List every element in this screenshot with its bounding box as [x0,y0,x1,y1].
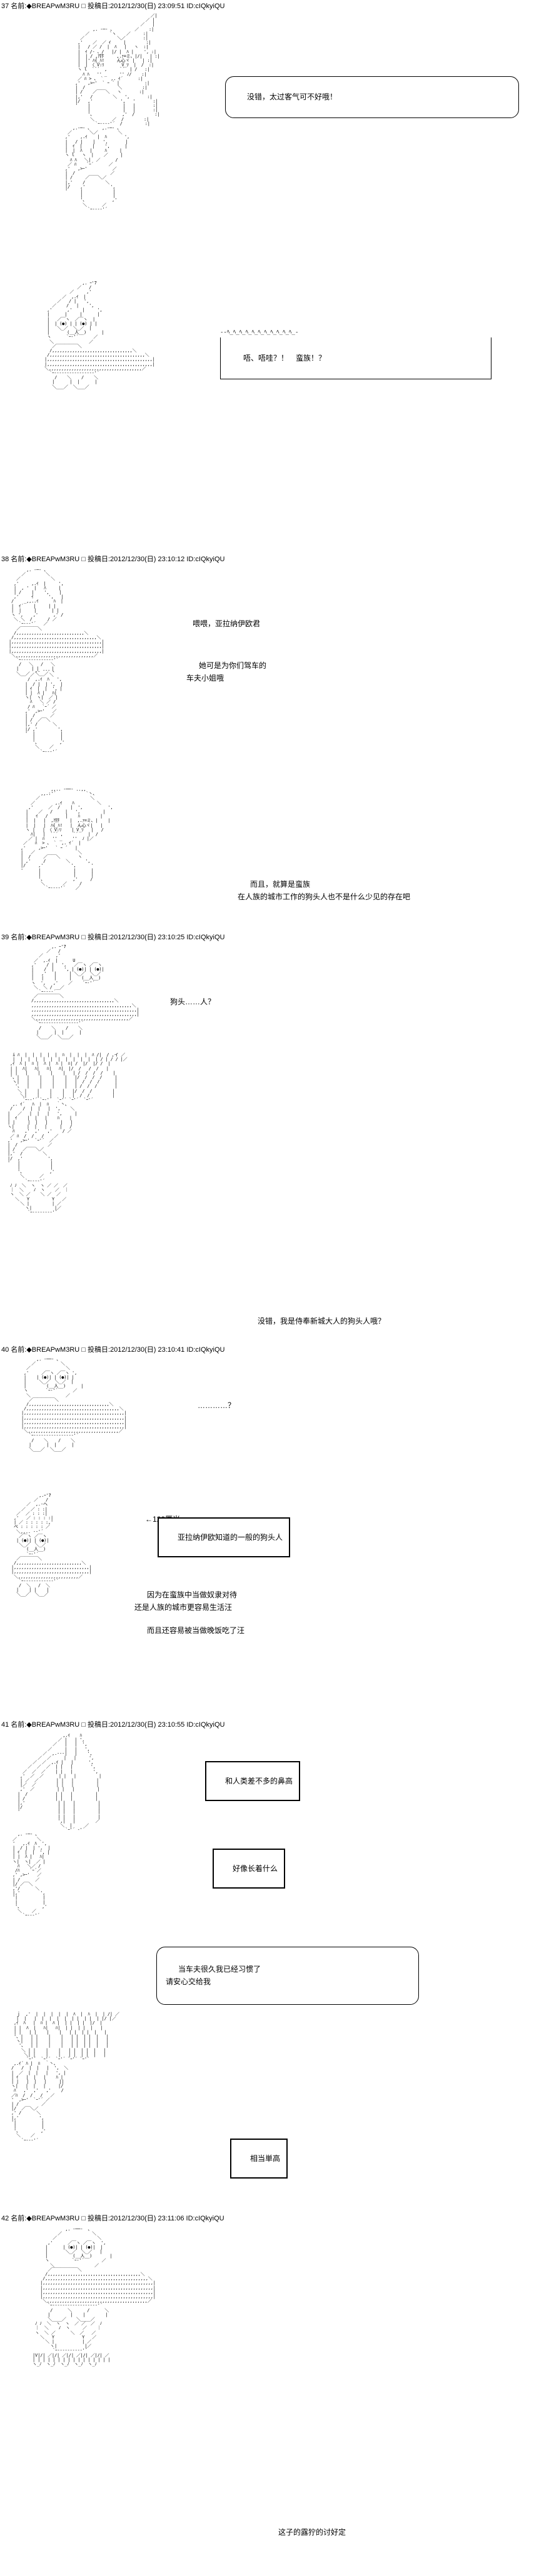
post-41-ascii-art: ,.ｲ ﾊ ／ | | ', ／ | | ', ／ | | ', ／ ,.-‐-… [13,1733,102,1919]
post-42-ascii-art: ,. -──- 、 ／ ＼ ／ ＼ ,' ／￣ヽ ／￣ヽ ', | | (●)|… [33,2227,156,2367]
speech-bubble-ellipsis-question: …………？ [185,1389,235,1422]
narration-eaten-for-dinner-text: 而且还容易被当做晚饭吃了汪 [147,1626,245,1635]
speech-bubble-barbarian-surprise-text: 唔、唔哇？！ 蛮族！？ [243,354,326,362]
boxed-caption-seems-to-have-something: 好像长着什么 [213,1849,286,1889]
narration-kobold-in-human-city-text: 而且，就算是蛮族 在人族的城市工作的狗头人也不是什么少见的存在吧 [238,880,411,901]
post-38-ascii-art: ,. -─- 、 ／ ＼ ／ ＼ ,' ,.ｲ | ', | , ' | ﾊ |… [9,567,104,676]
narration-treated-as-slaves: 因为在蛮族中当做奴隶对待 还是人族的城市更容易生活汪 [134,1576,237,1626]
speech-bubble-sinister-smile-again: 这子的露狞的讨好定 [266,2515,346,2549]
boxed-caption-good-coachman: 相当単高 [230,2139,288,2179]
post-40-header-text: 40 名前:◆BREAPwM3RU □ 投稿日:2012/12/30(日) 23… [1,1346,225,1354]
post-41-ascii-art-2: ｊ ,' | | | | | ﾊ | ﾊ | | /| ／ | | | | | … [11,2012,119,2143]
post-41-header: 41 名前:◆BREAPwM3RU □ 投稿日:2012/12/30(日) 23… [0,1719,534,1730]
narration-kobold-in-human-city: 而且，就算是蛮族 在人族的城市工作的狗头人也不是什么少见的存在吧 [238,866,410,916]
post-42-header: 42 名前:◆BREAPwM3RU □ 投稿日:2012/12/30(日) 23… [0,2212,534,2224]
narration-she-is-your-coachman: 她可是为你们驾车的 车夫小姐哦 [186,647,266,697]
post-40: 40 名前:◆BREAPwM3RU □ 投稿日:2012/12/30(日) 23… [0,1344,534,1719]
post-39: 39 名前:◆BREAPwM3RU □ 投稿日:2012/12/30(日) 23… [0,931,534,1344]
narration-she-is-your-coachman-text: 她可是为你们驾车的 车夫小姐哦 [186,661,267,682]
narration-hey-yaranaio: 喂喂，亚拉纳伊欧君 [180,607,260,641]
narration-treated-as-slaves-text: 因为在蛮族中当做奴隶对待 还是人族的城市更容易生活汪 [134,1590,238,1612]
post-41: 41 名前:◆BREAPwM3RU □ 投稿日:2012/12/30(日) 23… [0,1719,534,2212]
speech-bubble-barbarian-surprise: 唔、唔哇？！ 蛮族！？ [220,337,491,379]
post-38-header-text: 38 名前:◆BREAPwM3RU □ 投稿日:2012/12/30(日) 23… [1,556,225,563]
boxed-caption-much-bigger-than-human-text: 和人类差不多的鼻高 [225,1777,293,1785]
speech-bubble-kobold-person: 狗头……人？ [158,985,215,1019]
speech-bubble-no-need-to-be-polite-text: 没错，太过客气可不好哦！ [247,92,338,101]
post-37-ascii-art-2: ,. ｰ'7 ／ / ／ ,' ／ ,.ｲ | ／ / | ', ／ / | '… [44,281,155,389]
post-37: 37 名前:◆BREAPwM3RU □ 投稿日:2012/12/30(日) 23… [0,0,534,553]
post-38-ascii-art-2: ,. -‐- 、 ／ ＼ / ,.ｲ ﾊ ', | / | | ', | | ｲ… [25,668,65,754]
post-39-ascii-art: ,. ｰ'7 ／ / ／ ,' ／ ,.ｲ | U ,' / | ', ／￣ヽ … [31,944,139,1040]
post-39-header: 39 名前:◆BREAPwM3RU □ 投稿日:2012/12/30(日) 23… [0,931,534,943]
speech-bubble-kobold-person-text: 狗头……人？ [170,997,216,1006]
post-40-ascii-art: ,. -──- 、 ／ ＼ ／ ＼ ,' ／￣ヽ ／￣ヽ ', | | (●)|… [21,1357,127,1452]
post-39-ascii-art-2: i ﾊ | | | | | ﾊ | | | ﾊ /| / ,イ ／ | | | … [8,1052,128,1216]
speech-bubble-used-to-driving-text: 当车夫很久我已经习惯了 请安心交给我 [166,1965,261,1986]
speech-bubble-i-serve-lord-shinjo: 没错，我是侍奉新城大人的狗头人哦？ [245,1304,385,1338]
speech-bubble-no-need-to-be-polite: 没错，太过客气可不好哦！ [225,76,519,118]
wavy-bubble-top-edge: ‐‐ﾍ_ﾍ_ﾍ_ﾍ_ﾍ_ﾍ_ﾍ_ﾍ_ﾍ_ﾍ_ﾍ_‐ [220,329,299,336]
speech-bubble-used-to-driving: 当车夫很久我已经习惯了 请安心交给我 [156,1947,419,2005]
post-38-ascii-art-3: ,,.. -──- ..,, ,,.:'´ `丶、 ／ ＼ ／ ,.ｲ ﾊ ＼ … [21,787,113,891]
boxed-caption-good-coachman-text: 相当単高 [250,2154,281,2163]
boxed-caption-seems-to-have-something-text: 好像长着什么 [233,1864,278,1873]
post-38-header: 38 名前:◆BREAPwM3RU □ 投稿日:2012/12/30(日) 23… [0,553,534,565]
boxed-caption-typical-kobold-text: 亚拉纳伊欧知道的一般的狗头人 [178,1533,283,1542]
post-37-header-text: 37 名前:◆BREAPwM3RU □ 投稿日:2012/12/30(日) 23… [1,2,225,10]
post-40-ascii-art-2: ,.ｰ'7 ／ / ／ ,.-ヘ ／ ／ : :| ／ ／ : : :| ,' … [11,1493,92,1597]
post-38: 38 名前:◆BREAPwM3RU □ 投稿日:2012/12/30(日) 23… [0,553,534,931]
post-40-header: 40 名前:◆BREAPwM3RU □ 投稿日:2012/12/30(日) 23… [0,1344,534,1355]
speech-bubble-sinister-smile-again-text: 这子的露狞的讨好定 [278,2528,346,2537]
narration-hey-yaranaio-text: 喂喂，亚拉纳伊欧君 [193,619,261,628]
boxed-caption-much-bigger-than-human: 和人类差不多的鼻高 [205,1761,301,1801]
post-37-header: 37 名前:◆BREAPwM3RU □ 投稿日:2012/12/30(日) 23… [0,0,534,12]
post-37-ascii-art: ／| ／ | ／ | ,. -─- 、 ／ :| ／ `ヽ ／ :| ／ ＼／ … [65,13,160,212]
boxed-caption-typical-kobold: 亚拉纳伊欧知道的一般的狗头人 [158,1517,291,1557]
post-42: 42 名前:◆BREAPwM3RU □ 投稿日:2012/12/30(日) 23… [0,2212,534,2562]
speech-bubble-ellipsis-question-text: …………？ [198,1401,236,1410]
post-39-header-text: 39 名前:◆BREAPwM3RU □ 投稿日:2012/12/30(日) 23… [1,934,225,941]
post-41-header-text: 41 名前:◆BREAPwM3RU □ 投稿日:2012/12/30(日) 23… [1,1721,225,1729]
speech-bubble-i-serve-lord-shinjo-text: 没错，我是侍奉新城大人的狗头人哦？ [258,1317,386,1325]
post-42-header-text: 42 名前:◆BREAPwM3RU □ 投稿日:2012/12/30(日) 23… [1,2215,224,2222]
narration-eaten-for-dinner: 而且还容易被当做晚饭吃了汪 [134,1614,244,1647]
